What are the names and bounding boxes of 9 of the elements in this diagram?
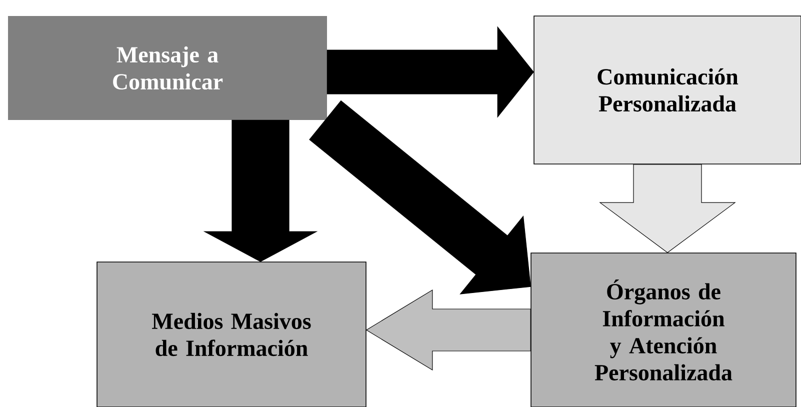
process-box: Mensaje a Comunicar (8, 16, 327, 120)
block-arrow (203, 120, 318, 262)
block-arrow (326, 26, 534, 118)
process-box: Órganos de Información y Atención Personalizada (530, 252, 796, 407)
block-arrow (599, 164, 736, 253)
process-box: Medios Masivos de Información (96, 262, 366, 407)
block-arrow (366, 289, 531, 371)
process-box: Comunicación Personalizada (534, 16, 801, 164)
block-arrow (309, 100, 531, 294)
